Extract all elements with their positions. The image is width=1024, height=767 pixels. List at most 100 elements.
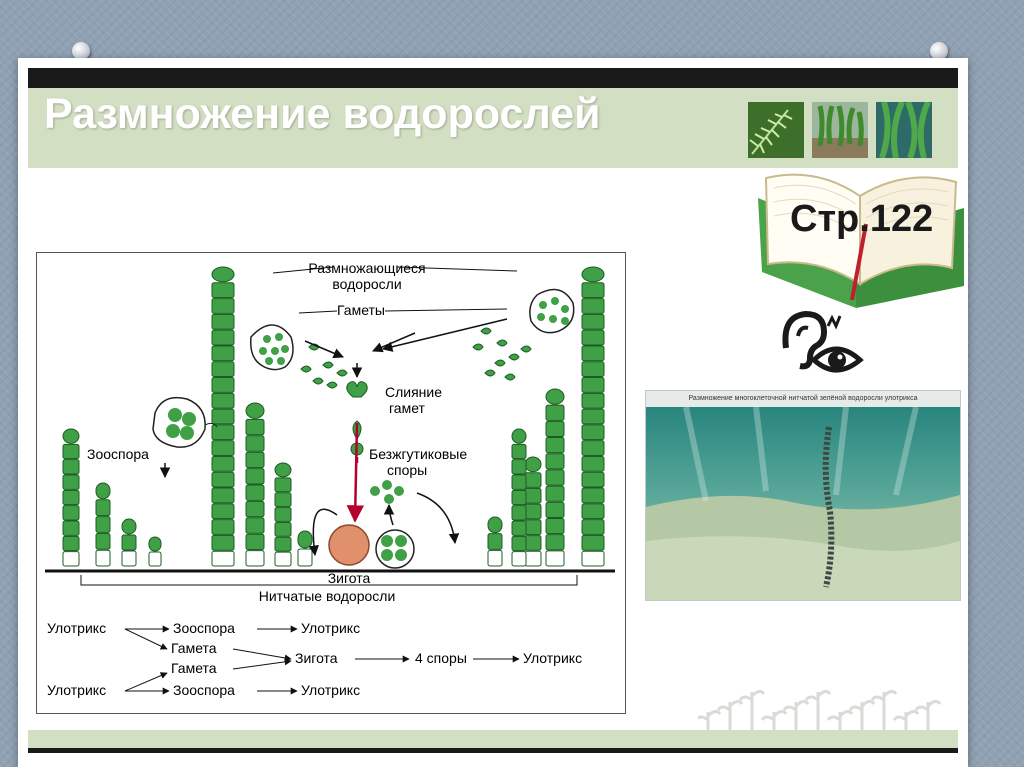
gamete-mark [495,360,505,366]
filament-cell [275,537,291,551]
filament-cell [488,550,502,566]
filament-cell [96,483,110,499]
gamete-mark [323,362,333,368]
filament-cell [512,475,526,489]
filament-cell [298,531,312,548]
filament-cell [246,551,264,566]
filament-cell [63,429,79,443]
scheme-ulothrix-5: Улотрикс [301,682,360,698]
scheme-ulothrix-2: Улотрикс [301,620,360,636]
filament-cell [546,470,564,485]
filament-cell [546,551,564,566]
gamete-mark [505,374,515,380]
filament-cell [63,460,79,474]
filament-cell [96,500,110,516]
filament-cell [212,362,234,377]
filament-cell [582,409,604,424]
filament-cell [63,444,79,458]
video-preview[interactable]: Размножение многоклеточной нитчатой зелё… [645,390,961,601]
filament-cell [122,535,136,550]
scheme-zoospore-2: Зооспора [173,682,235,698]
label-filamentous: Нитчатые водоросли [259,588,396,604]
filament-cell [96,533,110,549]
slide-top-bar [28,68,958,88]
scheme-zygote: Зигота [295,650,338,666]
filament-cell [546,405,564,420]
label-spores-2: споры [387,462,427,478]
gamete-mark [481,328,491,334]
filament-cell [488,517,502,533]
filament-cell [63,552,79,566]
released-spores [370,480,404,504]
four-spores [376,530,414,568]
filament-cell [275,522,291,536]
filament-cell [512,552,526,566]
gamete-mark [327,382,337,388]
scheme-ulothrix-3: Улотрикс [523,650,582,666]
listen-and-watch-icon [778,308,864,380]
filament-cell [212,441,234,456]
zoosporangium-left [153,398,217,448]
page-reference: Стр.122 [790,198,933,241]
scheme-zoospore-1: Зооспора [173,620,235,636]
filament-cell [275,478,291,492]
filament-cell [525,473,541,488]
scheme-ulothrix-1: Улотрикс [47,620,106,636]
filament-cell [122,551,136,566]
filament-cell [96,550,110,566]
filament-cell [582,520,604,535]
label-reproducing-2: водоросли [332,276,401,292]
label-zoospore: Зооспора [87,446,149,462]
filament-cell [246,518,264,533]
scheme-ulothrix-4: Улотрикс [47,682,106,698]
filament-cell [582,472,604,487]
scheme-gamete-1: Гамета [171,640,217,656]
zygote-circle [329,525,369,565]
filament-cell [246,485,264,500]
gamete-mark [337,370,347,376]
bottom-band [28,730,958,748]
filament-cell [212,267,234,282]
filament-cell [122,519,136,534]
filament-cell [212,346,234,361]
filament-cell [212,378,234,393]
label-zygote: Зигота [328,570,371,586]
filament-cell [63,475,79,489]
filament-cell [546,454,564,469]
filament-cell [246,501,264,516]
scheme-gamete-2: Гамета [171,660,217,676]
filament-cell [582,456,604,471]
gamete-mark [473,344,483,350]
label-spores: Безжгутиковые [369,446,467,462]
filament-cell [212,551,234,566]
filament-cell [512,506,526,520]
gamete-mark [301,366,311,372]
filament-cell [246,469,264,484]
video-caption: Размножение многоклеточной нитчатой зелё… [646,391,960,407]
filament-cell [546,438,564,453]
filament-cell [96,517,110,533]
gametangium-right [530,290,574,333]
filament-cell [582,267,604,282]
filament-cell [512,429,526,443]
filament-cell [488,534,502,550]
filament-cell [582,535,604,550]
seaweed-rock-thumbnail [812,102,868,158]
algae-reproduction-diagram: Размножающиеся водоросли Гаметы Слияние … [36,252,626,714]
filament-cell [63,521,79,535]
filament-cell [63,536,79,550]
filament-cell [525,488,541,503]
filament-cell [512,536,526,550]
filament-cell [149,552,161,566]
slide: Размножение водорослей Стр.122 [18,58,968,767]
filament-cell [582,330,604,345]
filament-cell [582,504,604,519]
filament-cell [212,283,234,298]
filament-cell [212,330,234,345]
filament-cell [246,436,264,451]
label-fusion: Слияние [385,384,442,400]
filament-cell [212,425,234,440]
filament-cell [212,393,234,408]
filament-cell [582,488,604,503]
development-arrow [355,423,357,521]
